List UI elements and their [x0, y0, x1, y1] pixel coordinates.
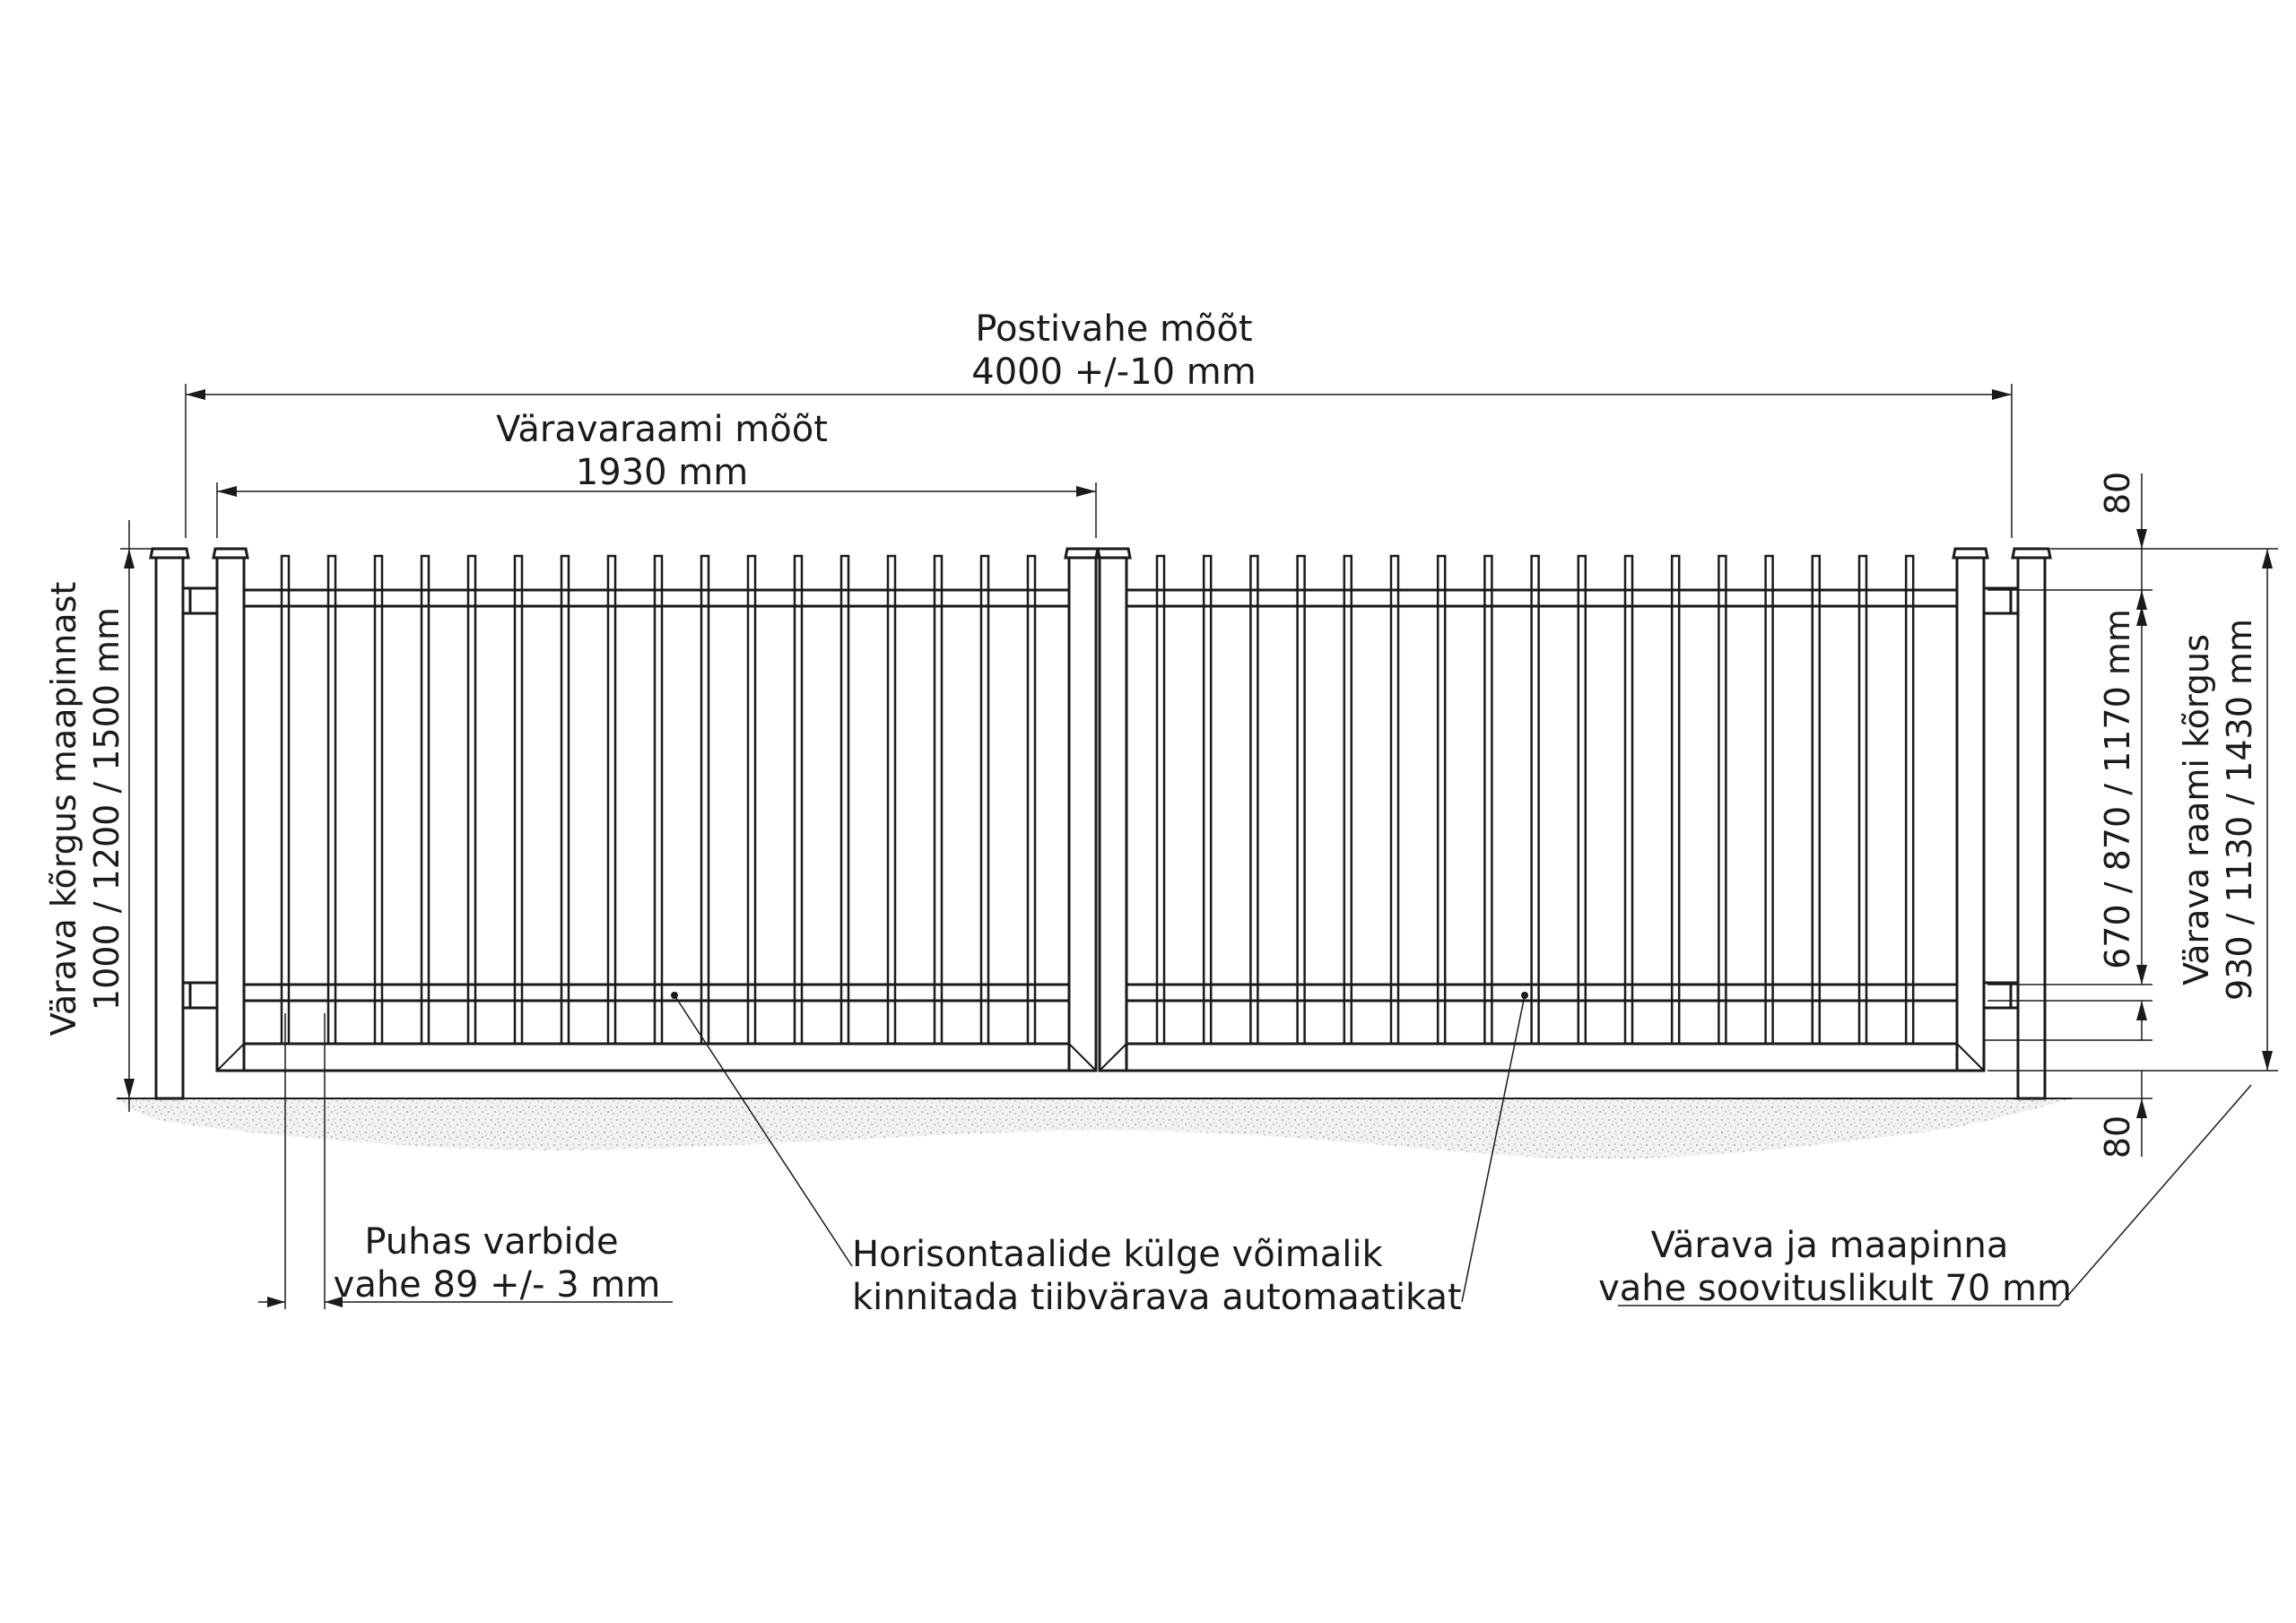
automation-line2: kinnitada tiibvärava automaatikat [852, 1277, 1462, 1318]
left-picket [513, 554, 524, 1046]
right-vertical-bars [1155, 554, 1915, 1046]
ground-gap-line2: vahe soovituslikult 70 mm [1598, 1268, 2072, 1309]
right-gate-leaf [1094, 547, 1989, 1072]
left-picket [280, 554, 291, 1046]
ground-gap-note: Värava ja maapinna vahe soovituslikult 7… [1598, 1084, 2252, 1309]
bar-gap-line1: Puhas varbide [364, 1221, 618, 1263]
ground [117, 1098, 2072, 1159]
automation-note: Horisontaalide külge võimalik kinnitada … [674, 994, 1526, 1318]
left-picket [606, 554, 617, 1046]
left-picket [420, 554, 430, 1046]
right-picket [1155, 554, 1166, 1046]
left-picket [793, 554, 804, 1046]
post-spacing-label: Postivahe mõõt [975, 308, 1252, 350]
bar-gap-note: Puhas varbide vahe 89 +/- 3 mm [258, 1013, 673, 1309]
left-picket [746, 554, 757, 1046]
frame-width-dimension: Väravaraami mõõt 1930 mm [216, 409, 1097, 538]
left-picket [466, 554, 477, 1046]
left-picket [839, 554, 850, 1046]
right-post [2011, 547, 2052, 1100]
left-picket [979, 554, 990, 1046]
ground-gap-line1: Värava ja maapinna [1651, 1225, 2009, 1266]
right-picket [1483, 554, 1493, 1046]
right-picket [1811, 554, 1822, 1046]
right-picket [1202, 554, 1213, 1046]
left-picket [1026, 554, 1037, 1046]
right-picket [1343, 554, 1353, 1046]
frame-height-label: Värava raami kõrgus [2177, 634, 2216, 985]
right-picket [1623, 554, 1634, 1046]
left-vertical-bars [280, 554, 1037, 1046]
hinges [181, 586, 2020, 1010]
infill-height: 670 / 870 / 1170 mm [2098, 609, 2137, 969]
left-picket [373, 554, 384, 1046]
right-picket [1577, 554, 1587, 1046]
gate-height-dimension: Värava kõrgus maapinnast 1000 / 1200 / 1… [44, 520, 156, 1112]
left-picket [933, 554, 944, 1046]
right-picket [1764, 554, 1774, 1046]
left-picket [700, 554, 710, 1046]
right-picket [1530, 554, 1540, 1046]
gate-height-label: Värava kõrgus maapinnast [44, 582, 83, 1036]
bottom-offset: 80 [2098, 1115, 2137, 1159]
right-picket [1857, 554, 1868, 1046]
left-gate-leaf [212, 547, 1101, 1072]
post-spacing-dimension: Postivahe mõõt 4000 +/-10 mm [185, 308, 2013, 538]
bar-gap-line2: vahe 89 +/- 3 mm [334, 1264, 661, 1306]
left-picket [326, 554, 337, 1046]
left-post [149, 547, 190, 1100]
post-spacing-value: 4000 +/-10 mm [971, 352, 1256, 393]
top-offset: 80 [2098, 472, 2137, 515]
right-picket [1296, 554, 1306, 1046]
frame-height-value: 930 / 1130 / 1430 mm [2220, 619, 2259, 1001]
right-picket [1249, 554, 1259, 1046]
right-picket [1718, 554, 1727, 1046]
frame-width-label: Väravaraami mõõt [496, 409, 828, 450]
left-picket [560, 554, 570, 1046]
right-picket [1904, 554, 1915, 1046]
right-picket [1436, 554, 1447, 1046]
right-dimensions: 80 670 / 870 / 1170 mm 80 Värava raami k… [1984, 472, 2278, 1159]
right-picket [1670, 554, 1681, 1046]
right-picket [1389, 554, 1400, 1046]
automation-line1: Horisontaalide külge võimalik [852, 1234, 1383, 1275]
frame-width-value: 1930 mm [576, 452, 748, 493]
left-picket [886, 554, 897, 1046]
gate-height-value: 1000 / 1200 / 1500 mm [87, 607, 126, 1011]
left-picket [653, 554, 664, 1046]
